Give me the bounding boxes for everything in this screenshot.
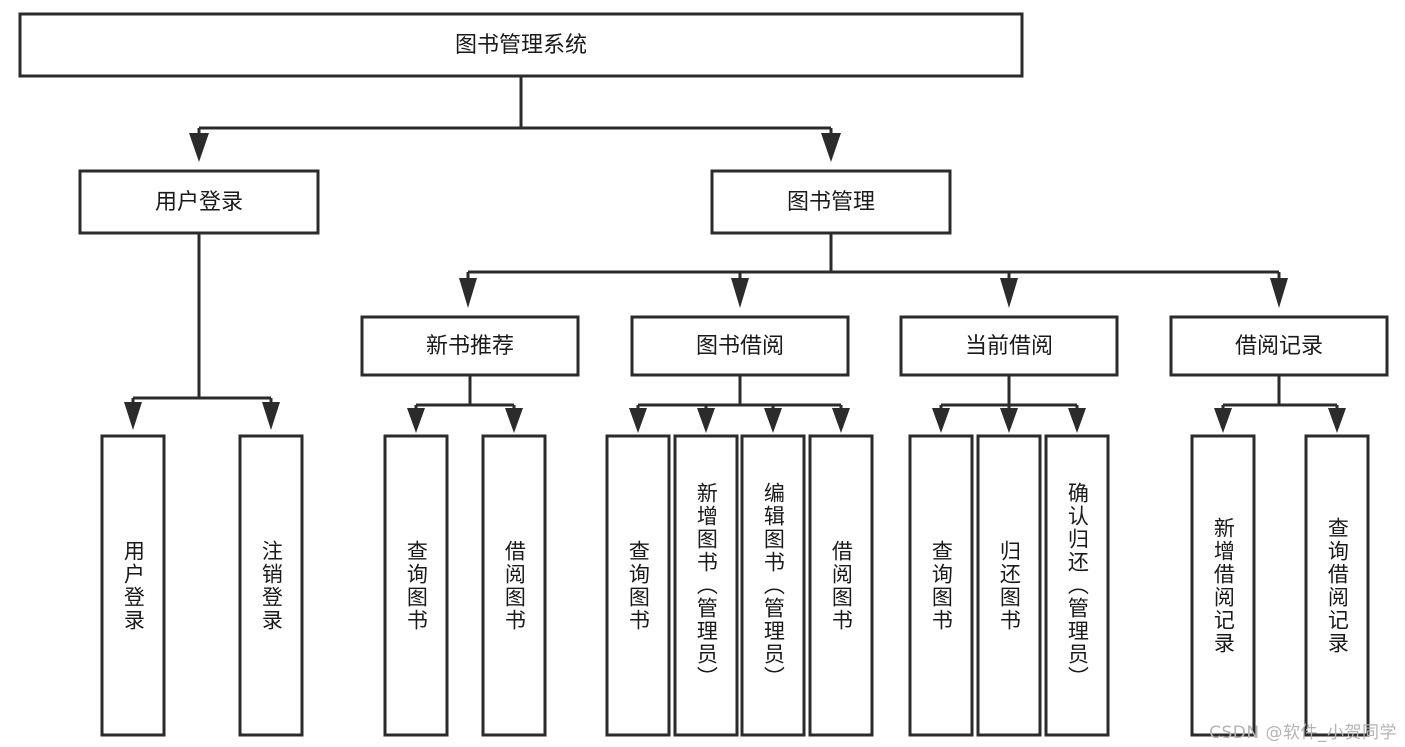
node-root-box[interactable] (18, 12, 1024, 78)
arrow-head-leaf-cur-return (1000, 408, 1018, 433)
arrow-head-leaf-rec-query (407, 408, 425, 433)
leaf-box-rec-query[interactable] (383, 434, 449, 737)
arrow-head-leaf-rec-add (1214, 408, 1232, 433)
node-current-borrow-label: 当前借阅 (965, 334, 1053, 359)
node-book-manage[interactable]: 图书管理 (710, 169, 952, 235)
connector-group-borrowrecord-to-leaves (1214, 375, 1346, 433)
arrow-head-leaf-borrow-edit (764, 408, 782, 433)
node-new-book-rec-label: 新书推荐 (426, 334, 514, 359)
leaf-box-cur-query[interactable] (908, 434, 974, 737)
leaf-box-borrow-add[interactable] (673, 434, 739, 737)
node-current-borrow-box[interactable] (899, 315, 1119, 377)
arrow-head-book-borrow (731, 278, 749, 308)
connector-group-bookmanage-to-level3 (459, 233, 1288, 308)
node-book-manage-label: 图书管理 (787, 190, 875, 215)
node-book-borrow[interactable]: 图书借阅 (630, 315, 850, 377)
leaf-box-rec-search[interactable] (1304, 434, 1370, 737)
leaf-box-borrow-do[interactable] (808, 434, 874, 737)
arrow-head-leaf-cur-confirm (1068, 408, 1086, 433)
leaf-boxes-current-borrow-group (908, 434, 1110, 737)
node-root-label: 图书管理系统 (455, 33, 587, 58)
arrow-head-leaf-logout (262, 402, 280, 430)
arrow-head-borrow-record (1270, 278, 1288, 308)
leaf-box-borrow-query[interactable] (605, 434, 671, 737)
node-current-borrow[interactable]: 当前借阅 (899, 315, 1119, 377)
node-new-book-rec-box[interactable] (360, 315, 580, 377)
leaf-box-cur-confirm[interactable] (1044, 434, 1110, 737)
leaf-boxes-user-login-group (100, 434, 304, 737)
node-book-borrow-box[interactable] (630, 315, 850, 377)
arrow-head-leaf-borrow-add (697, 408, 715, 433)
node-borrow-record-box[interactable] (1169, 315, 1389, 377)
arrow-head-current-borrow (1000, 278, 1018, 308)
arrow-head-leaf-borrow-do (832, 408, 850, 433)
leaf-box-rec-borrow[interactable] (481, 434, 547, 737)
node-root[interactable]: 图书管理系统 (18, 12, 1024, 78)
node-book-manage-box[interactable] (710, 169, 952, 235)
leaf-box-cur-return[interactable] (976, 434, 1042, 737)
leaf-box-borrow-edit[interactable] (740, 434, 806, 737)
leaf-boxes-borrow-record-group (1190, 434, 1370, 737)
arrow-head-user-login (189, 133, 209, 162)
arrow-head-leaf-borrow-query (629, 408, 647, 433)
connector-group-userlogin-to-leaves (124, 233, 280, 430)
leaf-box-user-login[interactable] (100, 434, 166, 737)
node-borrow-record-label: 借阅记录 (1235, 334, 1323, 359)
leaf-boxes-book-borrow-group (605, 434, 874, 737)
connector-group-bookborrow-to-leaves (629, 375, 850, 433)
watermark-label: CSDN @软件_小贺同学 (1209, 723, 1397, 743)
connector-group-currentborrow-to-leaves (932, 375, 1086, 433)
arrow-head-new-book-rec (459, 278, 477, 308)
leaf-box-rec-add[interactable] (1190, 434, 1256, 737)
node-user-login-box[interactable] (78, 169, 320, 235)
node-user-login-label: 用户登录 (155, 190, 243, 215)
arrow-head-leaf-rec-search (1328, 408, 1346, 433)
connector-group-root-to-level2 (189, 76, 841, 162)
node-book-borrow-label: 图书借阅 (696, 334, 784, 359)
node-new-book-rec[interactable]: 新书推荐 (360, 315, 580, 377)
node-borrow-record[interactable]: 借阅记录 (1169, 315, 1389, 377)
leaf-box-logout[interactable] (238, 434, 304, 737)
arrow-head-leaf-cur-query (932, 408, 950, 433)
arrow-head-leaf-user-login (124, 402, 142, 430)
arrow-head-leaf-rec-borrow (505, 408, 523, 433)
leaf-boxes-new-book-rec-group (383, 434, 547, 737)
node-user-login[interactable]: 用户登录 (78, 169, 320, 235)
connector-group-newbookrec-to-leaves (407, 375, 523, 433)
arrow-head-book-manage (821, 133, 841, 162)
